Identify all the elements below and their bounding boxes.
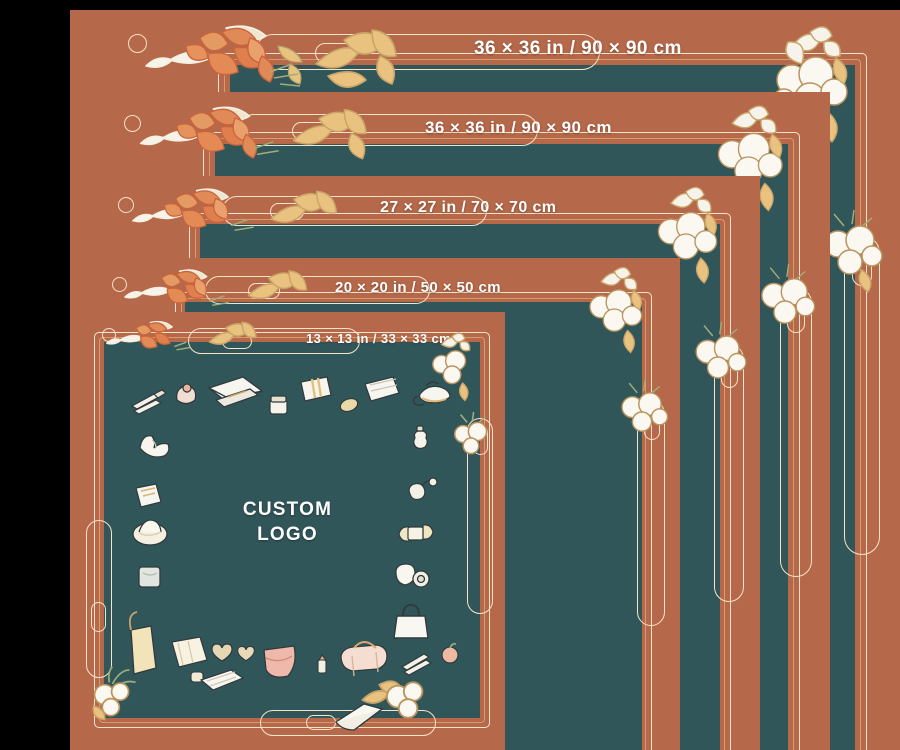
gold-leaf-sprig	[206, 318, 270, 360]
size-label-50: 20 × 20 in / 50 × 50 cm	[335, 279, 501, 296]
left-pill-ornament	[86, 520, 112, 678]
heart-cookie-icon	[210, 642, 234, 664]
gold-leaf-sprig	[266, 186, 356, 244]
gold-leaf-sprig	[310, 24, 420, 94]
ribbon-bow-icon	[396, 522, 436, 546]
mat-size-33[interactable]: 13 × 13 in / 33 × 33 cm CUSTOM LOGO	[70, 312, 505, 750]
top-pill-ornament	[188, 328, 360, 354]
blush-compact-icon	[173, 382, 199, 408]
teapot-icon	[410, 378, 456, 412]
folded-linen-icon	[362, 374, 402, 406]
candle-jar-icon	[134, 560, 166, 592]
duffle-bag-icon	[336, 638, 392, 680]
lipstick-icon	[314, 654, 330, 676]
bottom-left-white-jasmine-cluster	[86, 666, 148, 722]
perfume-bottle-icon	[408, 424, 434, 454]
orange-lily-flower-cluster	[114, 263, 264, 323]
white-jasmine-flower-cluster	[445, 411, 497, 464]
custom-logo-block: CUSTOM LOGO	[70, 498, 505, 547]
sun-hat-icon	[130, 514, 170, 548]
white-lily-flower-cluster	[570, 261, 666, 357]
cup-and-saucer-icon	[392, 560, 432, 592]
corner-ring-ornament	[112, 277, 127, 292]
cosmetic-jar-icon	[266, 392, 292, 418]
paper-bag-icon	[122, 608, 162, 678]
white-jasmine-flower-cluster	[683, 321, 753, 392]
corner-ring-ornament	[128, 34, 147, 53]
silk-scarf-icon	[258, 642, 304, 682]
size-label-33: 13 × 13 in / 33 × 33 cm	[306, 331, 452, 346]
orange-lily-flower-cluster	[98, 314, 218, 366]
custom-logo-line-1: CUSTOM	[242, 499, 333, 520]
orange-lily-flower-cluster	[130, 20, 350, 100]
gold-leaf-sprig	[288, 104, 388, 168]
scent-diffuser-icon	[404, 476, 438, 506]
handbag-icon	[390, 600, 432, 642]
clutch-envelope-bag-icon	[206, 374, 264, 414]
bottom-pill-ornament-small	[306, 715, 336, 730]
makeup-brushes-icon	[130, 386, 170, 416]
gift-card-icon	[298, 374, 334, 404]
brush-set-icon	[400, 648, 438, 676]
heart-cookie-icon-2	[236, 644, 256, 664]
folded-shirt-icon	[168, 634, 212, 674]
bow-hair-clip-icon	[136, 430, 176, 458]
white-jasmine-flower-cluster	[610, 379, 674, 444]
gold-leaf-sprig	[244, 266, 324, 318]
white-lily-flower-cluster	[636, 180, 744, 288]
size-label-90-second: 36 × 36 in / 90 × 90 cm	[425, 118, 612, 137]
napkin-stack-icon	[198, 664, 246, 694]
custom-logo-line-2: LOGO	[257, 523, 318, 545]
rolled-towel-icon	[330, 696, 386, 734]
white-jasmine-flower-cluster	[810, 209, 890, 293]
corner-ring-ornament	[124, 115, 141, 132]
white-jasmine-flower-cluster	[748, 263, 822, 338]
left-pill-ornament-small	[91, 602, 106, 632]
orange-lily-flower-cluster	[120, 182, 295, 250]
peach-soap-icon	[438, 642, 462, 666]
right-pill-ornament	[467, 418, 493, 614]
white-lily-flower-cluster	[417, 328, 493, 404]
corner-ring-ornament	[118, 197, 134, 213]
bottom-pill-ornament	[260, 710, 436, 736]
notebook-icon	[132, 480, 166, 512]
soap-bar-icon	[338, 396, 360, 414]
size-label-90-outer: 36 × 36 in / 90 × 90 cm	[474, 38, 682, 59]
orange-lily-flower-cluster	[126, 100, 326, 176]
size-label-70: 27 × 27 in / 70 × 70 cm	[380, 199, 557, 216]
bottom-white-gold-lily-cluster	[354, 674, 430, 726]
macaron-icon	[188, 668, 206, 686]
